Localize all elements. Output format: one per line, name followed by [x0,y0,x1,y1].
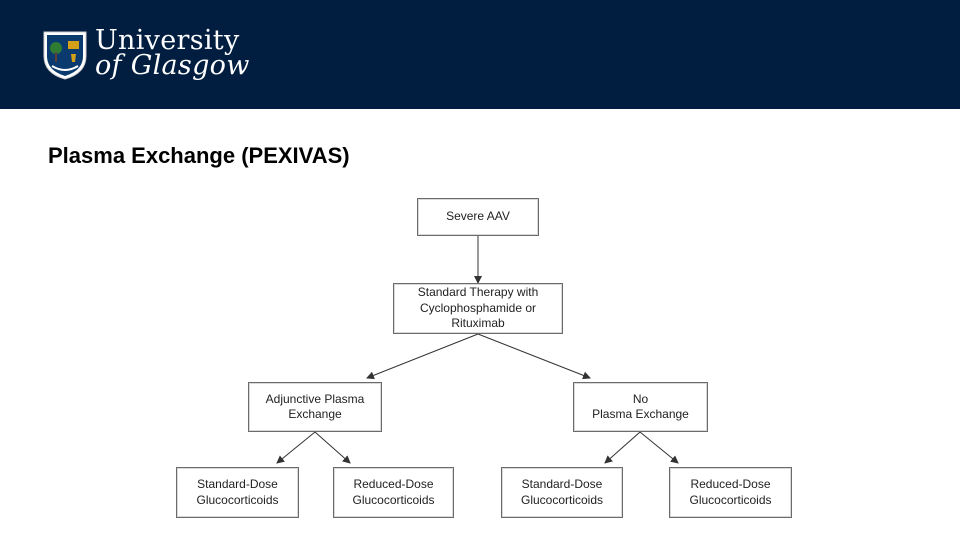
node-right-reduced-dose-label: Reduced-Dose Glucocorticoids [689,477,772,507]
node-left-reduced-dose: Reduced-Dose Glucocorticoids [333,467,454,518]
logo-line-1: University [95,25,240,56]
node-standard-therapy: Standard Therapy with Cyclophosphamide o… [393,283,563,334]
arrow-therapy-to-left [366,333,479,380]
node-right-standard-dose-label: Standard-Dose Glucocorticoids [520,477,604,507]
header-bar: University of Glasgow [0,0,960,109]
node-adjunctive-plasma-exchange-label: Adjunctive Plasma Exchange [265,391,365,422]
arrow-right-to-standard [604,431,641,464]
slide-title: Plasma Exchange (PEXIVAS) [48,143,350,168]
node-right-standard-dose: Standard-Dose Glucocorticoids [501,467,623,518]
university-logo-text: University of Glasgow [95,25,250,81]
logo-line-2: of Glasgow [95,50,250,81]
university-crest-icon [43,31,87,80]
node-left-standard-dose-label: Standard-Dose Glucocorticoids [196,477,279,507]
node-severe-aav-label: Severe AAV [446,209,510,224]
arrow-right-to-reduced [639,431,679,464]
arrow-therapy-to-right [477,333,591,380]
arrow-left-to-reduced [314,431,351,464]
node-standard-therapy-label: Standard Therapy with Cyclophosphamide o… [417,285,539,331]
node-adjunctive-plasma-exchange: Adjunctive Plasma Exchange [248,382,382,432]
arrow-left-to-standard [276,431,316,464]
node-no-plasma-exchange: No Plasma Exchange [573,382,708,432]
node-severe-aav: Severe AAV [417,198,539,236]
node-left-standard-dose: Standard-Dose Glucocorticoids [176,467,299,518]
node-left-reduced-dose-label: Reduced-Dose Glucocorticoids [352,477,435,507]
node-no-plasma-exchange-label: No Plasma Exchange [592,391,689,422]
node-right-reduced-dose: Reduced-Dose Glucocorticoids [669,467,792,518]
